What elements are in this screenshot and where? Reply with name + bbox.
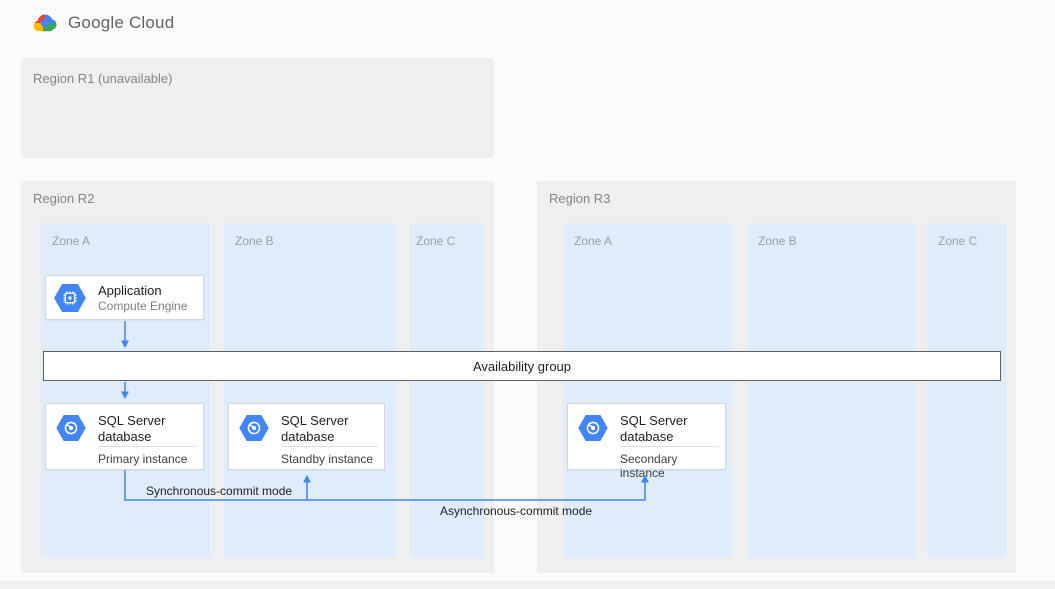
sql-standby-instance-label: Standby instance xyxy=(281,452,374,466)
region-r3-label: Region R3 xyxy=(549,191,611,206)
cloud-sql-icon xyxy=(578,415,608,446)
region-r2-zone-c-label: Zone C xyxy=(416,234,456,248)
region-r2-zone-c xyxy=(410,223,483,558)
region-r2-label: Region R2 xyxy=(33,191,95,206)
region-r3-zone-a-label: Zone A xyxy=(574,234,613,248)
application-title: Application xyxy=(98,283,162,298)
region-r2-zone-a-label: Zone A xyxy=(52,234,91,248)
sql-standby-node: SQL Server database Standby instance xyxy=(228,403,385,470)
bottom-strip xyxy=(0,581,1055,589)
application-subtitle: Compute Engine xyxy=(98,299,188,313)
sql-secondary-node: SQL Server database Secondary instance xyxy=(567,403,726,480)
sql-primary-divider xyxy=(98,446,197,447)
region-r3-zone-c-label: Zone C xyxy=(938,234,978,248)
cloud-sql-icon xyxy=(239,415,269,446)
google-cloud-logo: Google Cloud xyxy=(31,12,174,33)
async-commit-label: Asynchronous-commit mode xyxy=(440,504,593,518)
application-node: Application Compute Engine xyxy=(45,275,204,320)
region-r3-zone-a xyxy=(563,223,732,558)
logo-text: Google Cloud xyxy=(68,12,175,32)
sql-primary-title: SQL Server database xyxy=(98,413,166,444)
region-r3-zone-b-label: Zone B xyxy=(758,234,797,248)
sql-secondary-instance-label: Secondary instance xyxy=(620,452,678,480)
sql-standby-title: SQL Server database xyxy=(281,413,349,444)
sql-standby-divider xyxy=(281,446,378,447)
region-r3-zone-b xyxy=(747,223,915,558)
region-r3-zone-c xyxy=(927,223,1006,558)
region-r1-label: Region R1 (unavailable) xyxy=(33,71,173,86)
sql-primary-instance-label: Primary instance xyxy=(98,452,188,466)
availability-group-label: Availability group xyxy=(472,358,572,374)
region-r2-zone-b xyxy=(224,223,396,558)
sql-secondary-divider xyxy=(620,446,719,447)
sql-primary-node: SQL Server database Primary instance xyxy=(45,403,204,470)
compute-engine-icon xyxy=(54,284,86,317)
sql-secondary-title: SQL Server database xyxy=(620,413,688,444)
region-r1 xyxy=(21,58,494,158)
sync-commit-label: Synchronous-commit mode xyxy=(146,484,293,498)
region-r2-zone-a xyxy=(41,223,210,558)
availability-group-bar: Availability group xyxy=(43,351,1001,381)
region-r2-zone-b-label: Zone B xyxy=(235,234,274,248)
cloud-sql-icon xyxy=(56,415,86,446)
google-cloud-logo-icon xyxy=(31,12,59,33)
